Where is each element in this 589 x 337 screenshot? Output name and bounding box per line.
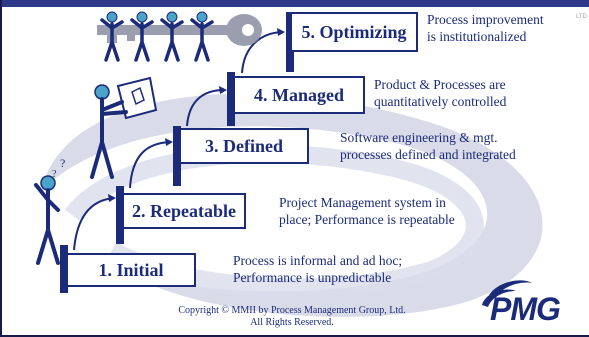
level-description-initial: Process is informal and ad hoc; Performa… bbox=[233, 253, 402, 287]
key-hole bbox=[242, 24, 254, 36]
level-label: 2. Repeatable bbox=[132, 200, 236, 221]
level-label: 3. Defined bbox=[205, 135, 283, 156]
level-description-repeatable: Project Management system in place; Perf… bbox=[279, 195, 455, 229]
arrow-1-to-2 bbox=[73, 197, 115, 251]
level-label: 4. Managed bbox=[254, 84, 344, 105]
key-shaft bbox=[97, 25, 237, 35]
watermark-text: LTD bbox=[576, 14, 587, 20]
level-box-optimizing: 5. Optimizing bbox=[290, 12, 418, 52]
stair-step-1 bbox=[60, 245, 68, 293]
copyright-line: All Rights Reserved. bbox=[250, 317, 334, 328]
map-icon bbox=[116, 76, 158, 120]
description-line: quantitatively controlled bbox=[374, 93, 507, 109]
level-label: 1. Initial bbox=[98, 259, 164, 280]
level-box-repeatable: 2. Repeatable bbox=[122, 193, 246, 229]
level-label: 5. Optimizing bbox=[301, 21, 407, 42]
pmg-logo: PMG bbox=[490, 291, 561, 327]
description-line: Product & Processes are bbox=[374, 77, 506, 92]
description-line: Software engineering & mgt. bbox=[340, 130, 498, 145]
arrow-4-to-5 bbox=[241, 31, 283, 74]
description-line: Project Management system in bbox=[279, 195, 446, 210]
description-line: Process is informal and ad hoc; bbox=[233, 253, 403, 268]
svg-text:?: ? bbox=[52, 169, 57, 180]
copyright-line: Copyright © MMII by Process Management G… bbox=[178, 305, 406, 316]
arrow-2-to-3-head bbox=[165, 138, 173, 146]
description-line: place; Performance is repeatable bbox=[279, 211, 455, 227]
level-description-managed: Product & Processes are quantitatively c… bbox=[374, 77, 506, 111]
level-box-defined: 3. Defined bbox=[179, 128, 309, 164]
confused-figure-icon: ? ? bbox=[34, 156, 65, 265]
arrow-3-to-4 bbox=[186, 89, 225, 127]
arrow-2-to-3 bbox=[129, 141, 171, 189]
top-bar bbox=[2, 0, 589, 7]
team-figures-icon bbox=[100, 11, 214, 62]
svg-text:?: ? bbox=[60, 156, 65, 170]
level-box-initial: 1. Initial bbox=[66, 253, 196, 287]
stair-step-2 bbox=[116, 186, 124, 244]
key-tooth-2 bbox=[127, 35, 135, 41]
level-box-managed: 4. Managed bbox=[233, 76, 365, 114]
level-description-optimizing: Process improvement is institutionalized bbox=[427, 12, 544, 46]
arrow-4-to-5-head bbox=[277, 28, 285, 36]
description-line: Performance is unpredictable bbox=[233, 269, 392, 285]
arrow-3-to-4-head bbox=[219, 86, 227, 94]
description-line: processes defined and integrated bbox=[340, 146, 516, 162]
stair-step-4 bbox=[227, 72, 235, 126]
pmg-logo-swoosh-icon bbox=[482, 280, 532, 307]
description-line: Process improvement bbox=[427, 12, 544, 27]
level-description-defined: Software engineering & mgt. processes de… bbox=[340, 130, 516, 164]
description-line: is institutionalized bbox=[427, 28, 527, 44]
stair-step-3 bbox=[173, 126, 181, 186]
copyright-notice: Copyright © MMII by Process Management G… bbox=[142, 305, 442, 329]
background-swoosh bbox=[42, 93, 543, 317]
arrow-1-to-2-head bbox=[108, 194, 116, 202]
map-reading-figure-icon bbox=[90, 76, 158, 179]
